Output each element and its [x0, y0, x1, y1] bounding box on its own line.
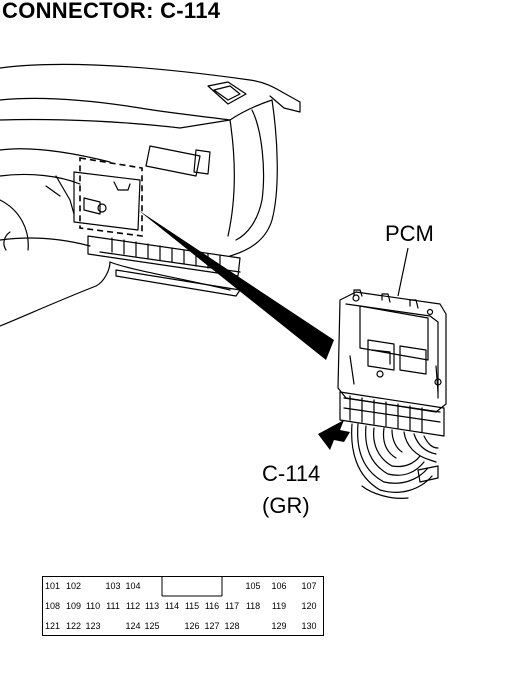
pin-119: 119 — [271, 601, 287, 611]
pin-103: 103 — [105, 581, 121, 591]
pin-112: 112 — [125, 601, 141, 611]
pin-115: 115 — [184, 601, 200, 611]
pin-114: 114 — [164, 601, 180, 611]
pin-101: 101 — [44, 581, 61, 591]
pin-106: 106 — [271, 581, 287, 591]
pin-113: 113 — [144, 601, 160, 611]
pin-102: 102 — [65, 581, 82, 591]
pin-109: 109 — [65, 601, 82, 611]
pin-108: 108 — [44, 601, 61, 611]
pin-105: 105 — [245, 581, 261, 591]
connector-pinout-diagram — [42, 576, 324, 636]
pin-130: 130 — [301, 621, 317, 631]
pin-122: 122 — [65, 621, 82, 631]
pin-126: 126 — [184, 621, 200, 631]
pin-125: 125 — [144, 621, 160, 631]
pin-110: 110 — [85, 601, 101, 611]
pin-107: 107 — [301, 581, 317, 591]
pin-120: 120 — [301, 601, 317, 611]
pcm-label: PCM — [385, 221, 434, 246]
pin-117: 117 — [224, 601, 240, 611]
pin-127: 127 — [204, 621, 220, 631]
pin-129: 129 — [271, 621, 287, 631]
pin-123: 123 — [85, 621, 101, 631]
wire-color-label: (GR) — [262, 493, 310, 518]
pin-128: 128 — [224, 621, 240, 631]
pin-118: 118 — [245, 601, 261, 611]
connector-label: C-114 — [262, 461, 321, 486]
pin-116: 116 — [204, 601, 220, 611]
pin-124: 124 — [125, 621, 141, 631]
page-title: CONNECTOR: C-114 — [2, 0, 221, 23]
pin-111: 111 — [106, 601, 120, 611]
pin-121: 121 — [44, 621, 61, 631]
pin-104: 104 — [125, 581, 141, 591]
